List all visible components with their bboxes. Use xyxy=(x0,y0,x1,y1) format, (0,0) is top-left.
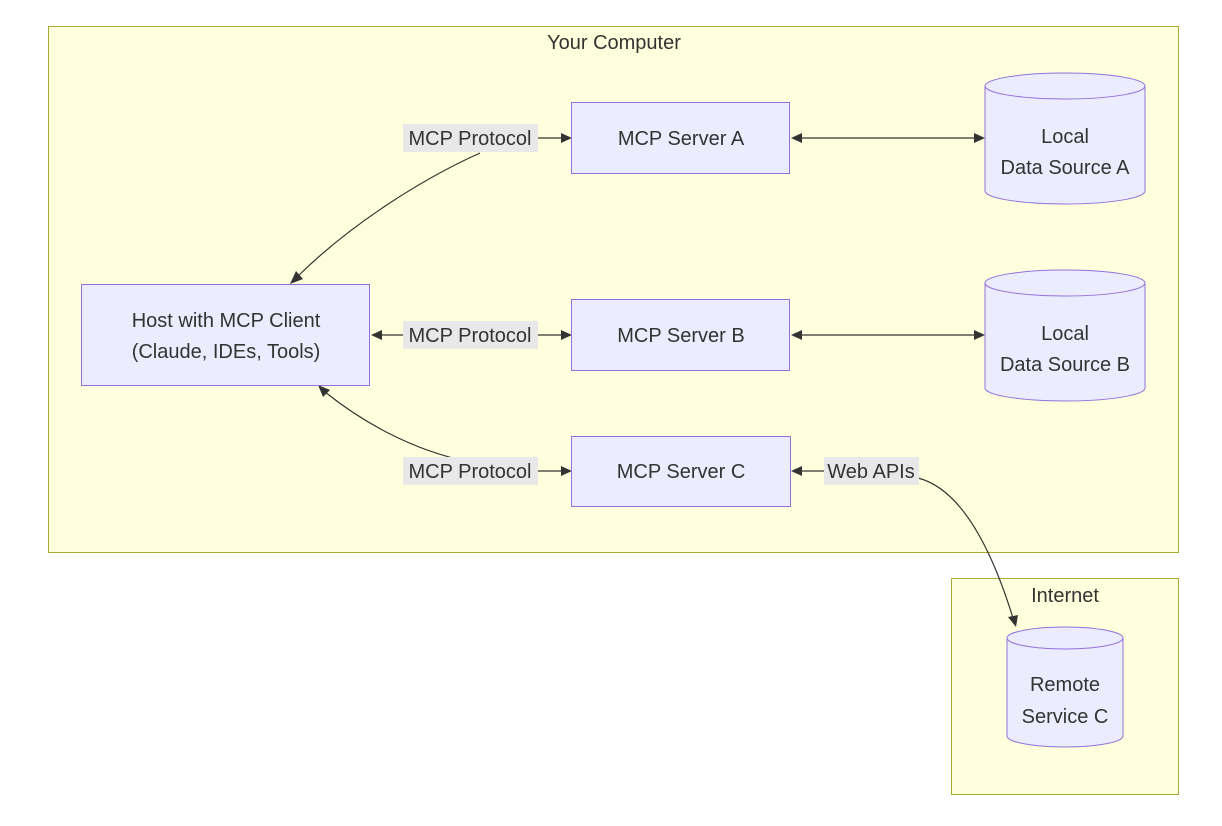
arrowhead-server-b xyxy=(561,330,572,340)
edge-label-host-b: MCP Protocol xyxy=(408,325,531,347)
node-data-b-line1: Local xyxy=(1041,323,1089,345)
node-host-line2: (Claude, IDEs, Tools) xyxy=(132,341,321,363)
cylinder-top-b xyxy=(984,269,1146,297)
arrowhead-server-b-from-data xyxy=(791,330,802,340)
node-mcp-server-a-label: MCP Server A xyxy=(618,128,745,150)
cylinder-body-c xyxy=(1006,638,1124,748)
node-data-a-line2: Data Source A xyxy=(1001,157,1131,179)
arrowhead-server-a-from-data xyxy=(791,133,802,143)
node-mcp-server-c xyxy=(571,436,791,507)
edge-label-web-apis: Web APIs xyxy=(827,461,914,483)
node-local-data-source-a: Local Data Source A xyxy=(984,72,1146,205)
node-host-line1: Host with MCP Client xyxy=(132,310,321,332)
edge-host-server-a xyxy=(297,152,481,277)
node-remote-c-line1: Remote xyxy=(1030,674,1100,696)
arrowhead-server-a xyxy=(561,133,572,143)
arrowhead-server-c xyxy=(561,466,572,476)
edge-label-bg-host-a xyxy=(403,124,538,152)
cylinder-top-a xyxy=(984,72,1146,100)
edge-label-bg-host-b xyxy=(403,321,538,349)
arrowhead-data-b xyxy=(974,330,985,340)
cylinder-body-a xyxy=(984,86,1146,205)
node-mcp-server-a xyxy=(571,102,790,174)
node-mcp-server-b-label: MCP Server B xyxy=(617,325,744,347)
cylinder-body-b xyxy=(984,283,1146,402)
edge-label-host-c: MCP Protocol xyxy=(408,461,531,483)
cluster-internet-title: Internet xyxy=(1031,585,1099,607)
arrowhead-server-c-from-remote xyxy=(791,466,802,476)
node-data-b-line2: Data Source B xyxy=(1000,354,1130,376)
node-host-mcp-client xyxy=(81,284,370,386)
node-mcp-server-c-label: MCP Server C xyxy=(617,461,746,483)
edge-label-bg-host-c xyxy=(403,457,538,485)
arrowhead-remote-c xyxy=(1008,615,1018,627)
edge-label-host-a: MCP Protocol xyxy=(408,128,531,150)
cluster-your-computer-title: Your Computer xyxy=(547,32,681,54)
arrowhead-data-a xyxy=(974,133,985,143)
node-remote-c-line2: Service C xyxy=(1022,706,1109,728)
arrowhead-host-from-a xyxy=(290,271,303,284)
arrowhead-host-from-c xyxy=(318,385,330,397)
edge-server-c-remote xyxy=(917,477,1014,619)
arrowhead-host-from-b xyxy=(371,330,382,340)
node-local-data-source-b: Local Data Source B xyxy=(984,269,1146,402)
node-mcp-server-b xyxy=(571,299,790,371)
cylinder-top-c xyxy=(1006,626,1124,650)
node-remote-service-c: Remote Service C xyxy=(1006,626,1124,748)
edge-label-bg-web-apis xyxy=(824,457,919,485)
node-data-a-line1: Local xyxy=(1041,126,1089,148)
